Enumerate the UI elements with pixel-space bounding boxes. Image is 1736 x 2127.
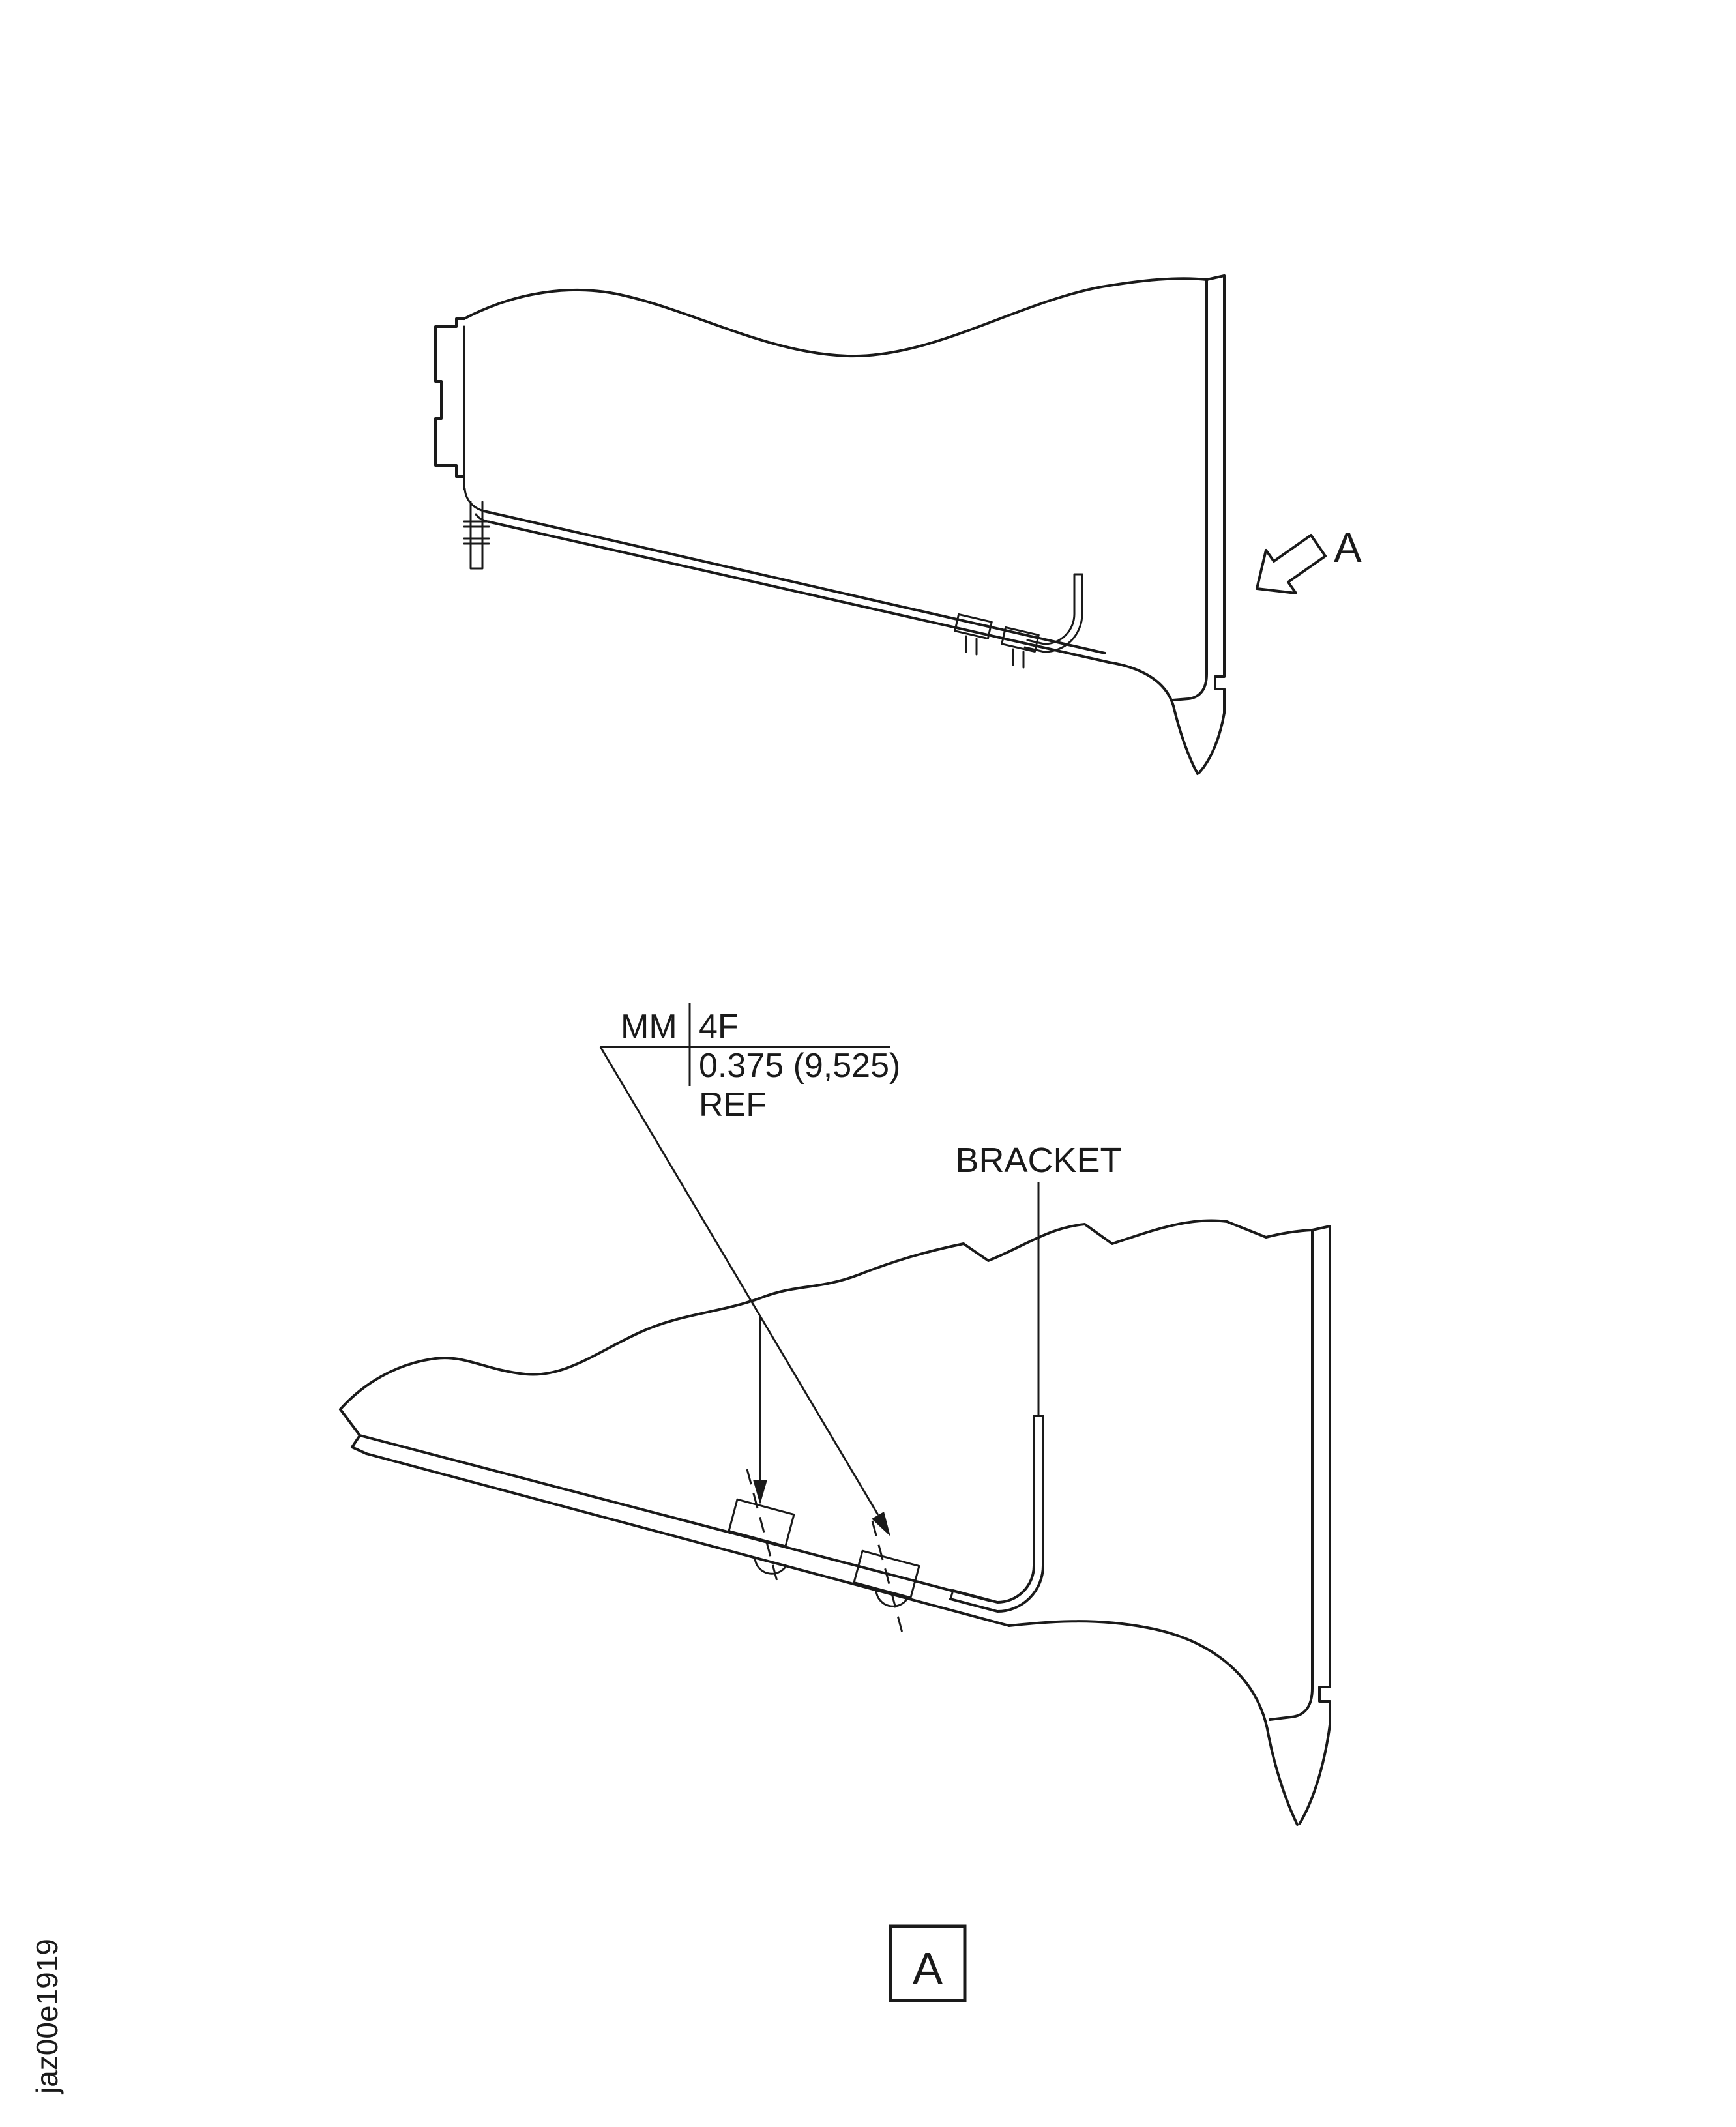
flange-strip-left-join-upper bbox=[463, 488, 485, 512]
detail-left-break-line bbox=[339, 1408, 368, 1455]
fastener-head-bump-2 bbox=[875, 1589, 909, 1607]
fastener-clip-overview-2 bbox=[1001, 626, 1040, 669]
bracket-outline-outer bbox=[1026, 573, 1076, 645]
fastener-clip-body bbox=[1001, 626, 1040, 653]
bracket-end-cap bbox=[949, 1589, 954, 1600]
overview-view: A bbox=[434, 274, 1362, 775]
detail-box-label: A bbox=[913, 1943, 943, 1994]
fastener-head-bump-1 bbox=[754, 1557, 787, 1575]
bracket-detail bbox=[949, 1415, 1044, 1613]
detail-right-edge-top-connector bbox=[1311, 1225, 1331, 1231]
panel-top-wavy-edge bbox=[463, 277, 1208, 358]
callout-arrowhead-2 bbox=[872, 1512, 890, 1536]
view-direction-arrow bbox=[1256, 534, 1327, 594]
fastener-centerline bbox=[871, 1520, 905, 1638]
bracket-outline-inner bbox=[1023, 573, 1083, 653]
callout-arrowhead-1 bbox=[753, 1480, 767, 1504]
flange-strip-lower bbox=[489, 521, 1110, 664]
callout-col2: 4F bbox=[699, 1008, 739, 1046]
left-bolt-ticks bbox=[463, 520, 490, 545]
fastener-centerline bbox=[746, 1469, 780, 1587]
left-bolt bbox=[463, 501, 490, 570]
callout-col1: MM bbox=[621, 1008, 677, 1046]
bracket-outline-inner bbox=[949, 1415, 1044, 1613]
detail-flange-strip-lower bbox=[365, 1452, 1010, 1627]
panel-bottom-foot bbox=[1108, 661, 1199, 775]
fastener-clip-body bbox=[728, 1498, 795, 1548]
left-bolt-body bbox=[469, 501, 484, 570]
fastener-callout: MM 4F 0.375 (9,525) REF bbox=[599, 1003, 900, 1536]
bracket-overview bbox=[1023, 573, 1083, 653]
callout-dimension: 0.375 (9,525) bbox=[699, 1047, 900, 1085]
flange-strip-upper bbox=[482, 510, 1106, 654]
detail-box bbox=[889, 1924, 967, 2002]
panel-right-edge-outer bbox=[1198, 274, 1226, 774]
fastener-clip-detail-1 bbox=[728, 1469, 795, 1587]
callout-ref: REF bbox=[699, 1086, 767, 1124]
panel-right-edge-inner bbox=[1171, 278, 1208, 701]
detail-right-edge-inner bbox=[1269, 1229, 1314, 1721]
bracket-label: BRACKET bbox=[955, 1141, 1121, 1180]
detail-bottom-foot bbox=[1008, 1620, 1299, 1826]
panel-right-edge-top-connector bbox=[1205, 274, 1226, 281]
detail-right-edge-outer bbox=[1299, 1225, 1331, 1825]
panel-left-edge bbox=[434, 317, 465, 490]
fastener-clip-overview-1 bbox=[954, 613, 993, 656]
fastener-clip-body bbox=[954, 613, 993, 640]
fastener-clip-body bbox=[853, 1549, 920, 1599]
detail-view: BRACKET MM 4F 0.375 (9,525) REF A bbox=[339, 1003, 1331, 2002]
detail-top-wavy-edge bbox=[339, 1219, 1314, 1411]
detail-flange-strip-upper bbox=[359, 1434, 992, 1602]
callout-leader-diagonal bbox=[599, 1046, 879, 1516]
fastener-clip-detail-2 bbox=[853, 1520, 920, 1638]
fastener-clip-legs bbox=[965, 635, 978, 656]
doc-code: jaz00e1919 bbox=[30, 1939, 64, 2095]
bracket-outline-outer bbox=[952, 1415, 1035, 1604]
fastener-clip-legs bbox=[1012, 648, 1025, 669]
view-arrow-label: A bbox=[1334, 524, 1362, 571]
